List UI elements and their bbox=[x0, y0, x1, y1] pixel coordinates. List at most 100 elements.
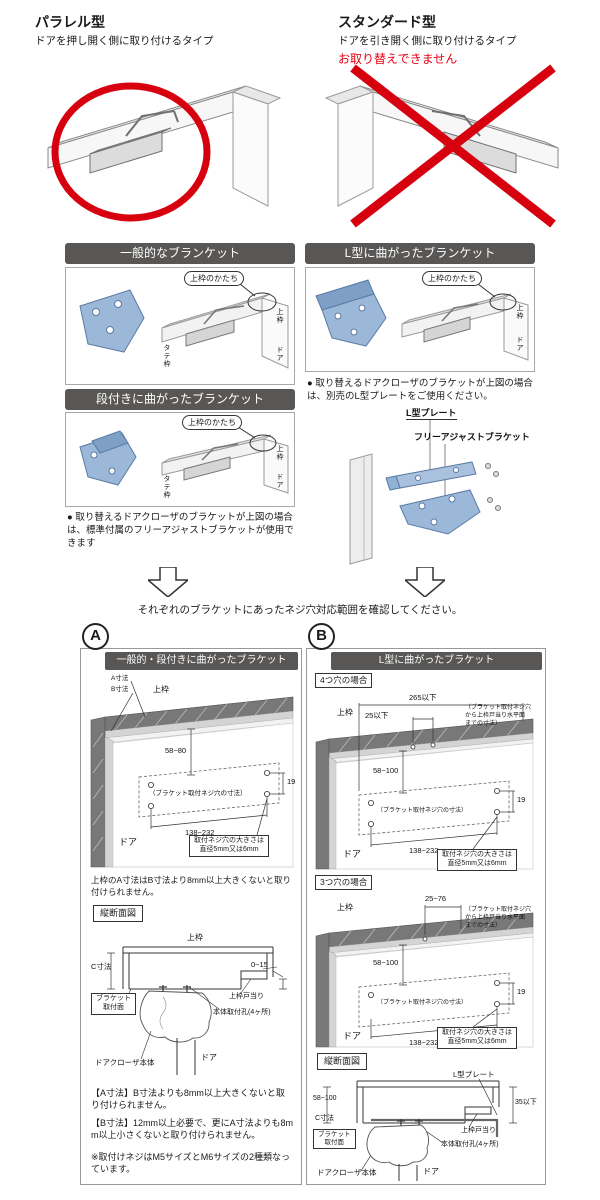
dim-b-label: B寸法 bbox=[111, 686, 129, 693]
panel-a-dim-note: 上枠のA寸法はB寸法より8mm以上大きくないと取り付けられません。 bbox=[91, 875, 292, 897]
door-label: ドア bbox=[119, 837, 138, 847]
side-note-line1: （ブラケット取付ネジ穴 bbox=[465, 907, 532, 913]
free-adjust-note: ● 取り替えるドアクローザのブラケットが上図の場合は、標準付属のフリーアジャスト… bbox=[67, 512, 294, 550]
hole-size-callout: 取付ネジ穴の大きさは 直径5mm又は6mm bbox=[437, 1027, 517, 1049]
bracket-face-line2: 取付面 bbox=[324, 1139, 345, 1147]
dim-138-232-label: 138~232 bbox=[185, 828, 215, 837]
panel-a-note-2: 【B寸法】12mm以上必要で、更にA寸法よりも8mm以上小さくないと取り付けられ… bbox=[91, 1118, 293, 1141]
c-dim-label: C寸法 bbox=[91, 962, 112, 971]
bracket-screw-hole-note: （ブラケット取付ネジ穴の寸法） bbox=[377, 808, 468, 814]
vertical-frame-label: タテ枠 bbox=[163, 475, 171, 499]
top-frame-label: 上枠 bbox=[337, 708, 353, 717]
panel-a-section-drawing: 上枠 C寸法 0~15 ブラケット 取付面 上枠戸当り 本体取付孔(4ヶ所) ド… bbox=[91, 927, 293, 1079]
bracket-face-line1: ブラケット bbox=[318, 1131, 351, 1138]
dim-58-80-label: 58~80 bbox=[165, 746, 187, 755]
c-dim-label: C寸法 bbox=[315, 1115, 335, 1122]
panel-b-three-hole-drawing: 25~76 （ブラケット取付ネジ穴 から上枠戸当り水平面 までの寸法） 58~1… bbox=[313, 893, 541, 1049]
top-frame-label: 上枠 bbox=[516, 304, 524, 320]
dim-58-100-label: 58~100 bbox=[373, 958, 399, 967]
bracket-face-line2: 取付面 bbox=[103, 1003, 124, 1011]
vertical-frame-label: タテ枠 bbox=[163, 344, 171, 368]
panel-b-section-drawing: L型プレート 35以下 58~100 C寸法 ブラケット 取付面 上枠戸当り 本… bbox=[313, 1070, 541, 1183]
dim-58-100-label: 58~100 bbox=[373, 766, 399, 775]
panel-b-header: L型に曲がったブラケット bbox=[331, 652, 542, 670]
hole-size-line1: 取付ネジ穴の大きさは bbox=[442, 1029, 512, 1036]
stopper-label: 上枠戸当り bbox=[461, 1127, 496, 1134]
door-label: ドア bbox=[343, 849, 362, 859]
l-plate-note: ● 取り替えるドアクローザのブラケットが上図の場合は、別売のL型プレートをご使用… bbox=[307, 378, 533, 403]
l-bracket-figure: 上枠のかたち 上枠 ドア bbox=[305, 267, 535, 372]
panel-b-four-hole-drawing: 265以下 25以下 （ブラケット取付ネジ穴 から上枠戸当り水平面 までの寸法）… bbox=[313, 691, 541, 871]
bracket-face-line1: ブラケット bbox=[96, 995, 131, 1002]
down-arrow-right bbox=[405, 567, 445, 597]
general-bracket-header: 一般的なブランケット bbox=[65, 243, 295, 264]
top-frame-label: 上枠 bbox=[187, 933, 203, 942]
body-holes-label: 本体取付孔(4ヶ所) bbox=[441, 1141, 499, 1148]
dim-265-label: 265以下 bbox=[409, 693, 437, 702]
side-note-line1: （ブラケット取付ネジ穴 bbox=[465, 705, 532, 711]
stepped-bracket-figure: 上枠のかたち 上枠 タテ枠 ドア bbox=[65, 412, 295, 507]
bracket-face-callout: ブラケット 取付面 bbox=[313, 1129, 356, 1150]
section-view-label: 縦断面図 bbox=[317, 1053, 368, 1071]
section-view-label: 縦断面図 bbox=[93, 905, 144, 923]
dim-138-232-label: 138~232 bbox=[409, 846, 439, 855]
door-label: ドア bbox=[423, 1167, 439, 1176]
side-note-line2: から上枠戸当り水平面 bbox=[465, 915, 526, 921]
parallel-type-title: パラレル型 bbox=[35, 14, 105, 30]
frame-shape-callout: 上枠のかたち bbox=[184, 271, 244, 286]
side-note-line2: から上枠戸当り水平面 bbox=[465, 713, 526, 719]
dim-25-label: 25以下 bbox=[365, 711, 389, 720]
hole-size-line1: 取付ネジ穴の大きさは bbox=[442, 851, 512, 858]
panel-b-badge: B bbox=[308, 623, 335, 650]
panel-a-note-3: ※取付けネジはM5サイズとM6サイズの2種類なっています。 bbox=[91, 1152, 291, 1175]
dim-138-232-label: 138~232 bbox=[409, 1038, 439, 1047]
door-label: ドア bbox=[516, 336, 524, 352]
hole-size-line2: 直径5mm又は6mm bbox=[447, 859, 507, 867]
stepped-bracket-header: 段付きに曲がったブランケット bbox=[65, 389, 295, 410]
general-bracket-figure: 上枠のかたち 上枠 タテ枠 ドア bbox=[65, 267, 295, 385]
dim-35-label: 35以下 bbox=[515, 1099, 537, 1106]
l-plate-label: L型プレート bbox=[406, 408, 457, 421]
four-hole-case-label: 4つ穴の場合 bbox=[315, 673, 373, 688]
dim-19-label: 19 bbox=[517, 987, 526, 996]
closer-body-label: ドアクローザ本体 bbox=[317, 1168, 377, 1177]
panel-a-note-1: 【A寸法】B寸法よりも8mm以上大きくないと取り付けられません。 bbox=[91, 1088, 285, 1111]
hole-size-line1: 取付ネジ穴の大きさは bbox=[194, 837, 264, 844]
body-holes-label: 本体取付孔(4ヶ所) bbox=[213, 1009, 271, 1016]
door-label: ドア bbox=[276, 473, 284, 489]
closer-body-label: ドアクローザ本体 bbox=[95, 1058, 155, 1067]
door-label: ドア bbox=[201, 1053, 217, 1062]
hole-size-line2: 直径5mm又は6mm bbox=[447, 1037, 507, 1045]
bracket-screw-hole-note: （ブラケット取付ネジ穴の寸法） bbox=[149, 790, 247, 797]
top-frame-label: 上枠 bbox=[276, 445, 284, 461]
l-plate-exploded-figure: L型プレート フリーアジャストブラケット bbox=[330, 400, 530, 568]
frame-shape-callout: 上枠のかたち bbox=[422, 271, 482, 286]
panel-a-badge: A bbox=[82, 623, 109, 650]
down-arrow-left bbox=[148, 567, 188, 597]
panel-a-main-drawing: A寸法 B寸法 上枠 58~80 （ブラケット取付ネジ穴の寸法） 138~232… bbox=[87, 675, 297, 871]
l-bracket-header: L型に曲がったブランケット bbox=[305, 243, 535, 264]
dim-19-label: 19 bbox=[287, 777, 296, 786]
panel-a-header: 一般的・段付きに曲がったブラケット bbox=[105, 652, 298, 670]
top-frame-label: 上枠 bbox=[276, 308, 284, 324]
no-replace-warning: お取り替えできません bbox=[338, 52, 458, 66]
three-hole-case-label: 3つ穴の場合 bbox=[315, 875, 373, 890]
dim-58-100-label: 58~100 bbox=[313, 1095, 337, 1102]
hole-size-callout: 取付ネジ穴の大きさは 直径5mm又は6mm bbox=[437, 849, 517, 871]
panel-b: L型に曲がったブラケット 4つ穴の場合 bbox=[306, 648, 546, 1185]
dim-a-label: A寸法 bbox=[111, 675, 129, 682]
stopper-label: 上枠戸当り bbox=[229, 993, 264, 1000]
side-note-line3: までの寸法） bbox=[465, 923, 502, 929]
parallel-type-figure bbox=[28, 56, 288, 236]
parallel-type-subtitle: ドアを押し開く側に取り付けるタイプ bbox=[35, 35, 214, 47]
hole-size-line2: 直径5mm又は6mm bbox=[199, 845, 259, 853]
bracket-screw-hole-note: （ブラケット取付ネジ穴の寸法） bbox=[377, 1000, 468, 1006]
side-note-line3: までの寸法） bbox=[465, 721, 502, 727]
panel-a: 一般的・段付きに曲がったブラケット bbox=[80, 648, 302, 1185]
standard-type-title: スタンダード型 bbox=[338, 14, 436, 30]
standard-type-subtitle: ドアを引き開く側に取り付けるタイプ bbox=[338, 35, 517, 47]
standard-type-figure bbox=[318, 56, 578, 236]
frame-shape-callout: 上枠のかたち bbox=[182, 415, 242, 430]
dim-25-76-label: 25~76 bbox=[425, 894, 447, 903]
